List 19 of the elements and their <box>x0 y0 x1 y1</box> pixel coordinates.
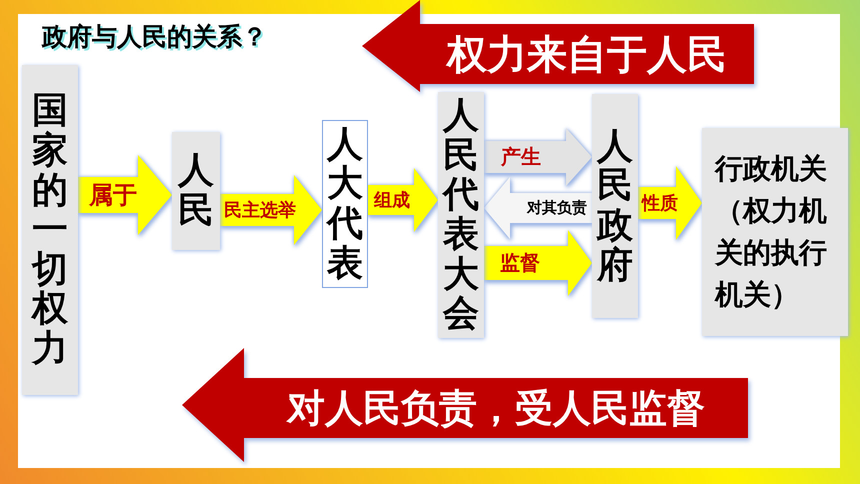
edge-label: 性质 <box>642 192 678 215</box>
text-box: 国家的一切权力 <box>22 65 78 395</box>
arrow-banner <box>362 0 754 92</box>
text-box: 人大代表 <box>322 120 368 288</box>
arrow-banner <box>182 348 748 462</box>
banner-text: 权力来自于人民 <box>445 30 728 80</box>
edge-label: 监督 <box>500 250 540 276</box>
text-box: 人民政府 <box>592 94 638 318</box>
edge-label: 民主选举 <box>224 199 296 222</box>
title: 政府与人民的关系？ <box>42 21 267 53</box>
text-box: 行政机关（权力机关的执行机关） <box>702 128 848 336</box>
banner-text: 对人民负责，受人民监督 <box>285 384 706 432</box>
block-arrow <box>78 155 172 235</box>
text-box: 人民代表大会 <box>438 92 484 338</box>
edge-label: 组成 <box>374 189 410 212</box>
edge-label: 对其负责 <box>527 198 587 218</box>
edge-label: 属于 <box>89 180 137 211</box>
text-box: 人民 <box>172 132 220 250</box>
edge-label: 产生 <box>501 144 541 170</box>
